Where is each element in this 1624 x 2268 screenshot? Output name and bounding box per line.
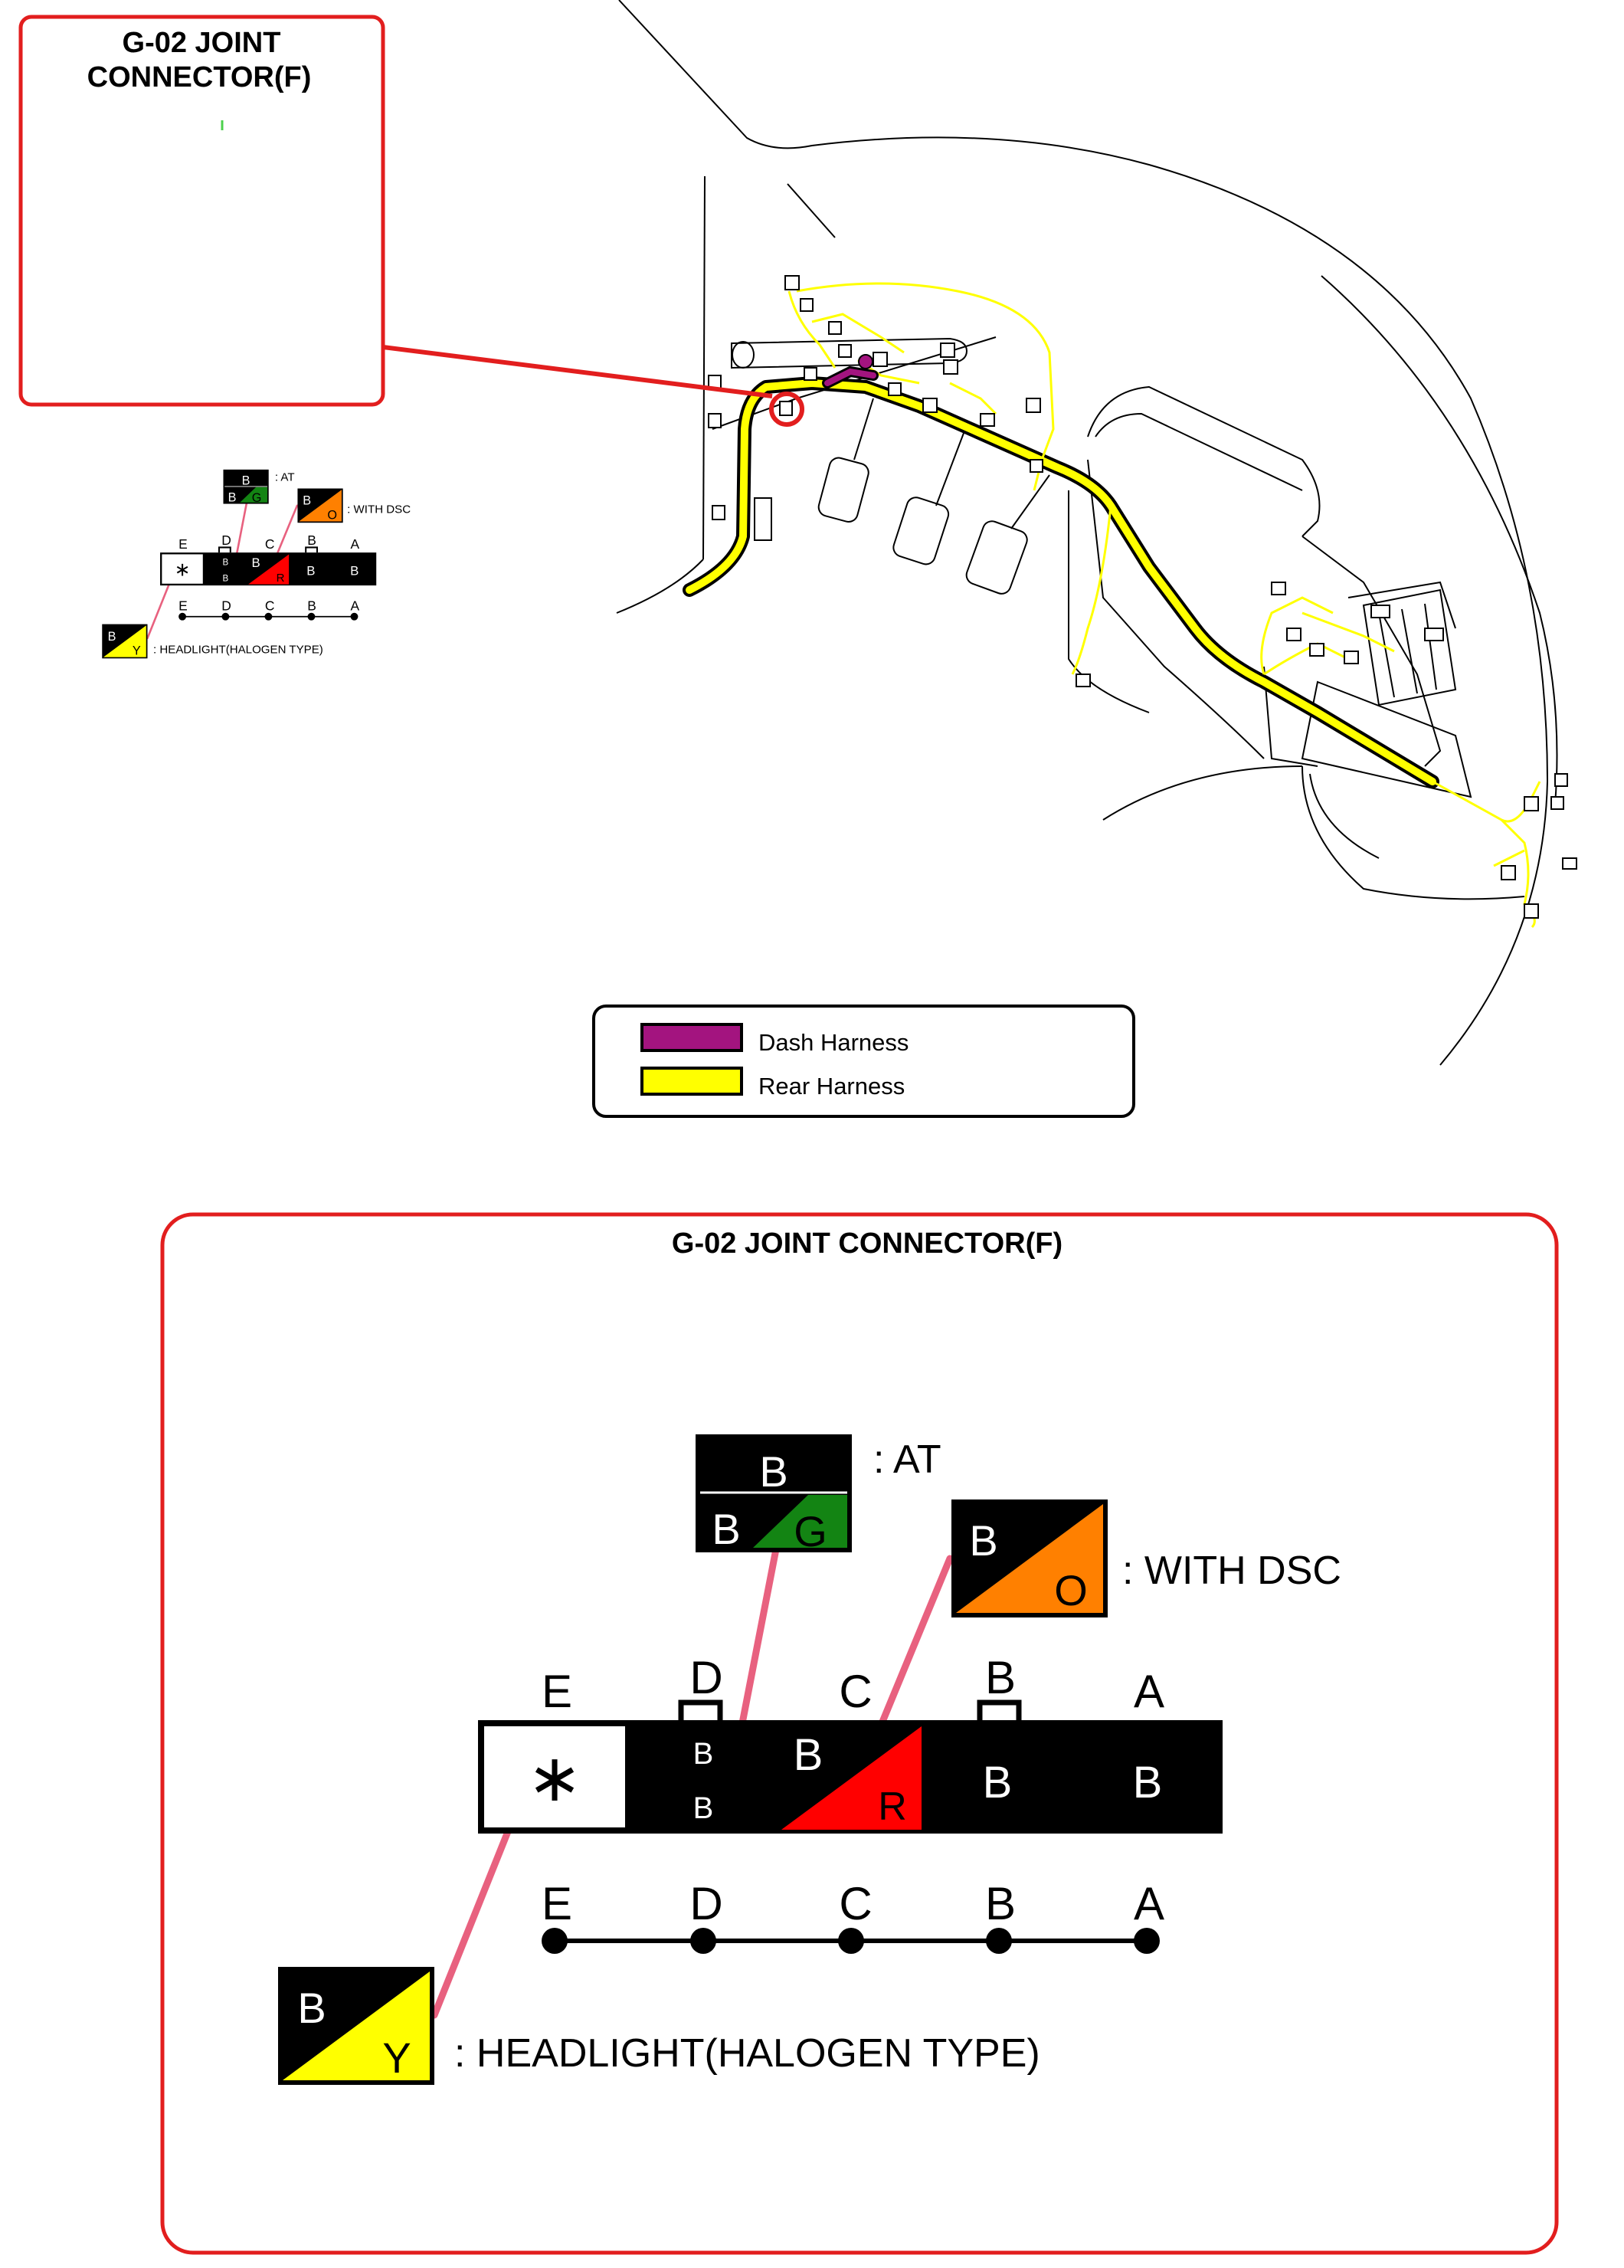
inset-connector-diagram	[101, 469, 412, 659]
terminal-b-wire: B	[983, 1758, 1013, 1808]
rear-harness	[683, 282, 1541, 929]
terminal-label-b-bottom: B	[985, 1878, 1016, 1929]
connector-diagram: E D C B A ∗ B B B R B B E D C B A B B	[278, 1434, 1341, 2085]
dsc-wire-left: B	[969, 1516, 997, 1565]
dsc-callout-label: : WITH DSC	[1122, 1549, 1341, 1593]
headlight-wire-right: Y	[382, 2034, 411, 2082]
inset-title-line1: G-02 JOINT	[123, 27, 281, 59]
terminal-c-red-wire	[781, 1726, 922, 1830]
headlight-wire-callout: B Y : HEADLIGHT(HALOGEN TYPE)	[278, 1967, 1040, 2085]
harness-legend: Dash Harness Rear Harness	[592, 1005, 1135, 1118]
main-title: G-02 JOINT CONNECTOR(F)	[672, 1227, 1062, 1260]
terminal-label-b-top: B	[985, 1652, 1016, 1703]
terminal-c-left-wire: B	[794, 1730, 823, 1780]
harness-connectors	[708, 275, 1577, 919]
dsc-wire-right: O	[1054, 1566, 1088, 1614]
inset-panel: G-02 JOINT CONNECTOR(F)	[18, 15, 412, 659]
terminal-label-e-top: E	[542, 1666, 572, 1717]
terminal-e-symbol: ∗	[527, 1742, 582, 1815]
legend-label-dash: Dash Harness	[758, 1029, 909, 1056]
dsc-wire-callout: B O : WITH DSC	[951, 1499, 1341, 1617]
at-callout-line	[733, 1545, 780, 1755]
terminal-c-right-wire: R	[878, 1785, 907, 1829]
terminal-label-e-bottom: E	[542, 1878, 572, 1929]
terminal-label-d-bottom: D	[689, 1878, 722, 1929]
at-wire-bottom-right: G	[794, 1507, 827, 1555]
terminal-label-c-bottom: C	[839, 1878, 872, 1929]
at-wire-bottom-left: B	[712, 1505, 740, 1553]
legend-swatch-dash	[640, 1023, 743, 1052]
legend-swatch-rear	[640, 1067, 743, 1096]
joint-bus-dots	[542, 1928, 1160, 1954]
terminal-a-wire: B	[1133, 1758, 1163, 1808]
at-callout-label: : AT	[873, 1437, 941, 1482]
terminal-label-a-top: A	[1134, 1666, 1164, 1717]
terminal-label-c-top: C	[839, 1666, 872, 1717]
dash-harness	[822, 354, 879, 388]
terminal-d-lower-wire: B	[693, 1791, 714, 1825]
legend-label-rear: Rear Harness	[758, 1073, 905, 1100]
terminal-d-upper-wire: B	[693, 1737, 714, 1771]
at-wire-callout: B B G : AT	[696, 1434, 941, 1555]
inset-title-line2: CONNECTOR(F)	[87, 61, 312, 93]
headlight-callout-line	[431, 1803, 522, 2019]
g02-location-marker	[769, 392, 804, 427]
inset-leader-line	[382, 345, 773, 398]
terminal-label-a-bottom: A	[1134, 1878, 1164, 1929]
at-wire-top: B	[759, 1447, 787, 1496]
headlight-wire-left: B	[297, 1984, 326, 2032]
headlight-callout-label: : HEADLIGHT(HALOGEN TYPE)	[454, 2031, 1040, 2076]
terminal-e-cavity	[484, 1726, 625, 1827]
terminal-label-d-top: D	[689, 1652, 722, 1703]
